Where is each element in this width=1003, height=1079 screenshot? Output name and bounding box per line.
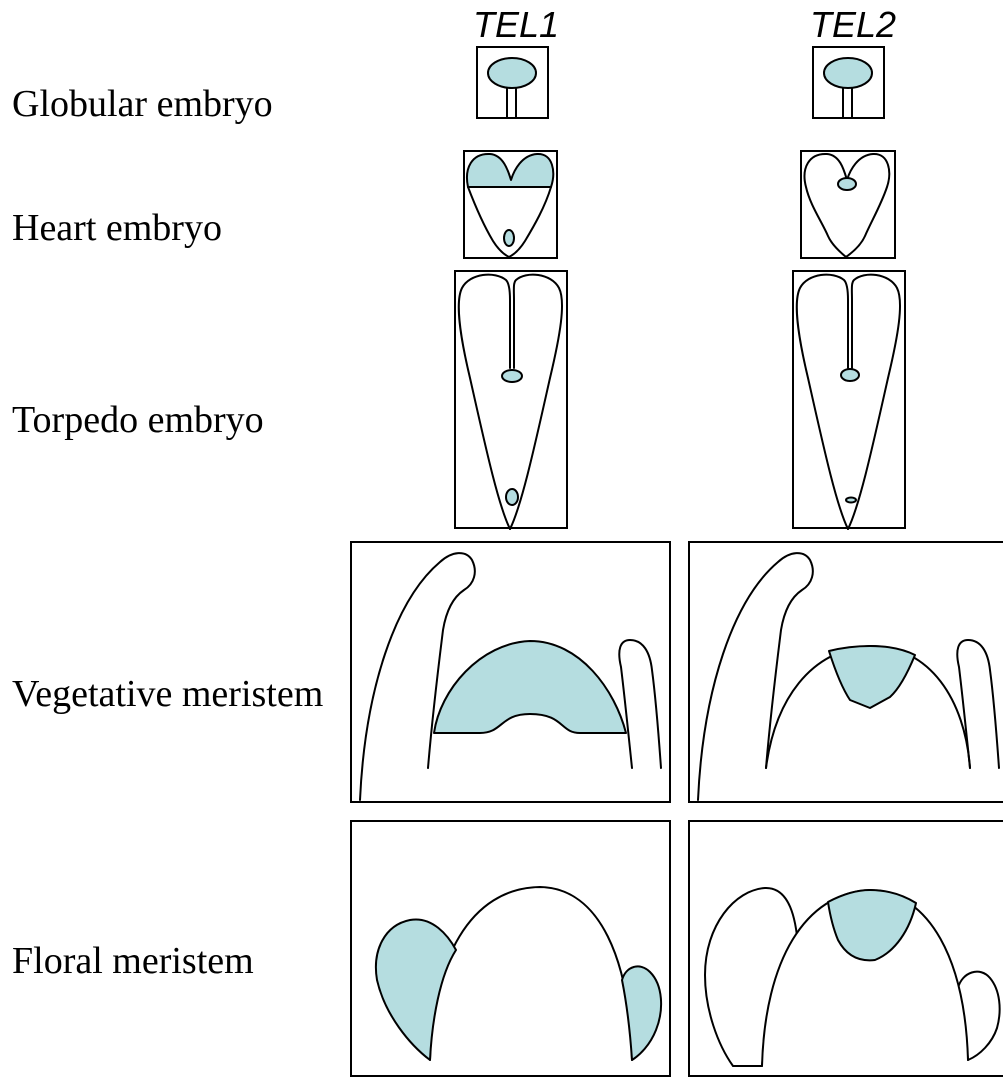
root-meristem-expression — [846, 498, 856, 503]
panel-vegetative-tel2 — [689, 542, 1003, 802]
row-label-torpedo-embryo: Torpedo embryo — [12, 399, 264, 441]
panel-heart-tel1 — [464, 151, 557, 258]
left-cotyledon-outline — [459, 275, 510, 529]
floral-meristem-dome-outline — [430, 887, 632, 1060]
panel-floral-tel1 — [351, 821, 670, 1076]
column-header-tel2: TEL2 — [810, 4, 896, 45]
sepal-right-expression — [622, 966, 661, 1060]
row-label-floral-meristem: Floral meristem — [12, 940, 254, 982]
panel-torpedo-tel2 — [793, 271, 905, 529]
panel-heart-tel2 — [801, 151, 895, 258]
root-meristem-expression — [506, 489, 518, 505]
column-header-tel1: TEL1 — [473, 4, 559, 45]
shoot-meristem-expression — [838, 178, 856, 190]
panel-torpedo-tel1 — [455, 271, 567, 529]
row-label-globular-embryo: Globular embryo — [12, 83, 273, 125]
embryo-proper-expression — [488, 58, 536, 88]
left-cotyledon-outline — [797, 275, 848, 529]
panel-globular-tel1 — [477, 47, 548, 118]
sepal-left-expression — [376, 919, 456, 1060]
meristem-dome-expression — [434, 641, 626, 733]
heart-embryo-outline — [805, 154, 890, 257]
embryo-proper-expression — [824, 58, 872, 88]
panel-globular-tel2 — [813, 47, 884, 118]
suspensor-outline — [843, 86, 852, 117]
shoot-meristem-expression — [502, 370, 522, 382]
suspensor-outline — [507, 86, 516, 117]
panel-floral-tel2 — [689, 821, 1003, 1076]
right-cotyledon-outline — [510, 275, 562, 529]
leaf-primordium-left-outline — [698, 553, 813, 800]
central-zone-expression — [829, 646, 915, 708]
leaf-primordium-right-outline — [619, 640, 661, 768]
panel-vegetative-tel1 — [351, 542, 670, 802]
leaf-primordium-right-outline — [957, 640, 999, 768]
row-label-vegetative-meristem: Vegetative meristem — [12, 673, 323, 715]
shoot-meristem-expression — [841, 369, 859, 381]
row-label-heart-embryo: Heart embryo — [12, 207, 222, 249]
leaf-primordium-left-outline — [360, 553, 475, 800]
cotyledon-expression — [467, 154, 553, 187]
right-cotyledon-outline — [848, 275, 900, 529]
root-meristem-expression — [504, 230, 514, 246]
